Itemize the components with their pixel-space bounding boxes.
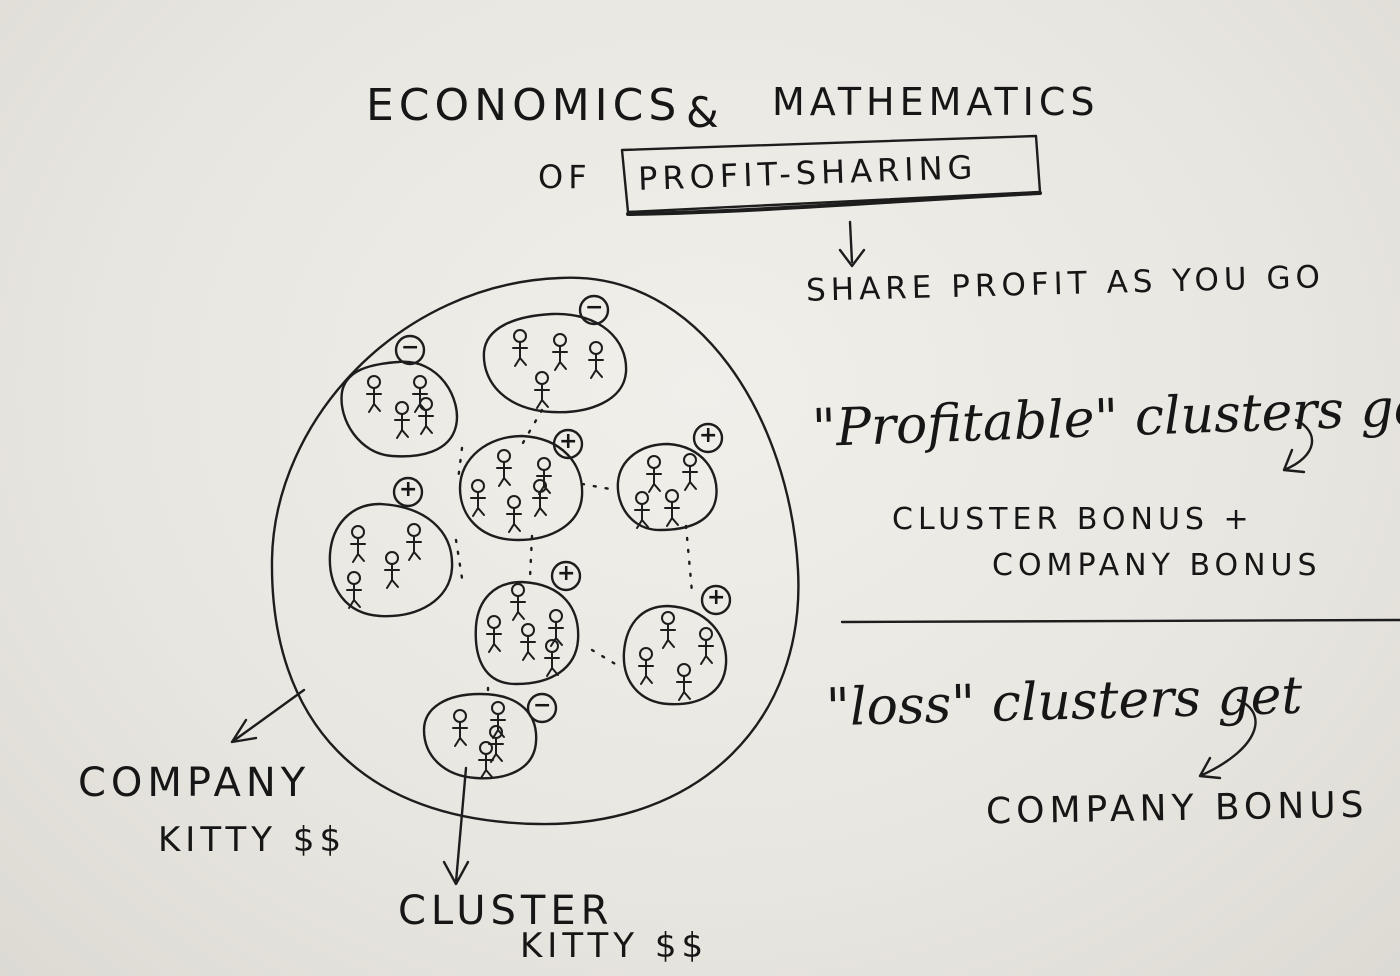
cluster-circle: [622, 604, 728, 706]
plus-sign-icon: +: [559, 429, 578, 454]
person-icon: [488, 725, 504, 763]
person-icon: [536, 457, 552, 495]
cluster-circle: [616, 442, 718, 532]
loss-curl-arrow: [1198, 698, 1257, 780]
cluster-kitty-arrow: [442, 766, 470, 886]
person-icon: [490, 701, 506, 739]
person-icon: [394, 401, 410, 439]
person-icon: [520, 623, 536, 661]
cluster-circle: [422, 692, 538, 780]
sign-bubble: [578, 294, 610, 326]
person-icon: [406, 523, 422, 561]
cluster-kitty-line1: CLUSTER: [398, 888, 614, 934]
company-kitty-line1: COMPANY: [78, 760, 311, 806]
cluster-circle: [474, 580, 580, 686]
minus-sign-icon: −: [401, 335, 420, 360]
person-icon: [588, 341, 604, 379]
title-of: OF: [538, 158, 592, 196]
cluster-connectors: [454, 408, 694, 702]
person-icon: [552, 333, 568, 371]
person-icon: [676, 663, 692, 701]
minus-sign-icon: −: [533, 693, 552, 718]
person-icon: [548, 609, 564, 647]
person-icon: [350, 525, 366, 563]
profitable-curl-arrow: [1282, 418, 1314, 474]
person-icon: [634, 491, 650, 529]
sign-bubbles: [392, 294, 732, 724]
person-icon: [470, 479, 486, 517]
person-icon: [664, 489, 680, 527]
loss-heading: "loss" clusters get: [825, 665, 1304, 739]
clusters: [328, 312, 728, 780]
minus-sign-icon: −: [585, 295, 604, 320]
person-icon: [638, 647, 654, 685]
plus-sign-icon: +: [557, 561, 576, 586]
sign-bubble: [552, 428, 584, 460]
person-icon: [682, 453, 698, 491]
cluster-kitty-line2: KITTY $$: [520, 926, 709, 966]
company-circle: [270, 276, 800, 826]
sign-bubble: [550, 560, 582, 592]
person-icon: [660, 611, 676, 649]
person-icon: [698, 627, 714, 665]
cluster-circle: [458, 434, 584, 542]
company-kitty-line2: KITTY $$: [158, 820, 347, 860]
stick-figures: [346, 329, 714, 779]
person-icon: [544, 639, 560, 677]
person-icon: [418, 397, 434, 435]
person-icon: [510, 583, 526, 621]
person-icon: [384, 551, 400, 589]
sign-bubble: [392, 476, 424, 508]
cluster-circle: [482, 312, 628, 414]
person-icon: [534, 371, 550, 409]
loss-company-bonus: COMPANY BONUS: [985, 784, 1369, 833]
person-icon: [478, 741, 494, 779]
title-economics: ECONOMICS: [366, 80, 682, 131]
title-mathematics: MATHEMATICS: [772, 80, 1100, 124]
plus-sign-icon: +: [399, 477, 418, 502]
sign-bubble: [526, 692, 558, 724]
title-ampersand: &: [686, 88, 719, 137]
person-icon: [532, 479, 548, 517]
sign-bubble: [700, 584, 732, 616]
sign-bubble: [692, 422, 724, 454]
profitable-company-bonus: COMPANY BONUS: [992, 548, 1322, 583]
down-arrow: [838, 220, 866, 268]
divider-line: [840, 618, 1400, 624]
title-box-underline: [626, 191, 1042, 216]
sign-bubble: [394, 334, 426, 366]
plus-sign-icon: +: [707, 585, 726, 610]
profitable-cluster-bonus: CLUSTER BONUS +: [892, 502, 1254, 537]
person-icon: [496, 449, 512, 487]
person-icon: [366, 375, 382, 413]
plus-sign-icon: +: [699, 423, 718, 448]
person-icon: [506, 495, 522, 533]
company-kitty-arrow: [230, 688, 306, 744]
person-icon: [486, 615, 502, 653]
person-icon: [452, 709, 468, 747]
person-icon: [512, 329, 528, 367]
cluster-circle: [340, 360, 459, 458]
person-icon: [412, 375, 428, 413]
person-icon: [346, 571, 362, 609]
person-icon: [646, 455, 662, 493]
cluster-circle: [328, 502, 454, 618]
